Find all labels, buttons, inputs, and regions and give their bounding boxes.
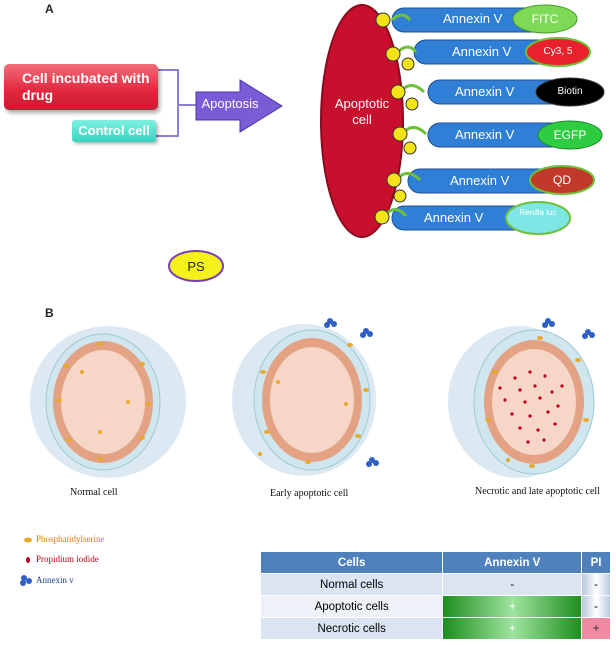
- caption-normal-cell: Normal cell: [70, 487, 118, 498]
- annexin-label-2: Annexin V: [452, 44, 512, 59]
- apoptotic-cell-shape: [320, 4, 404, 238]
- probe-egfp-shape: [537, 120, 603, 150]
- row-necrotic-name: Necrotic cells: [259, 617, 444, 640]
- table-row: Normal cells - -: [259, 573, 611, 596]
- bracket-line: [156, 69, 179, 137]
- apoptotic-cell-label: Apoptotic cell: [334, 96, 390, 127]
- ps-legend-shape: [168, 250, 224, 282]
- table-row: Apoptotic cells + -: [259, 595, 611, 618]
- header-annexin: Annexin V: [442, 551, 583, 574]
- probe-biotin-label: Biotin: [557, 86, 583, 97]
- row-apoptotic-name: Apoptotic cells: [259, 595, 444, 618]
- annexin-label-4: Annexin V: [455, 127, 515, 142]
- probe-shapes: [505, 4, 605, 235]
- ps-legend-label: PS: [187, 259, 205, 274]
- row-apoptotic-pi: -: [581, 595, 611, 618]
- row-necrotic-annexin: +: [442, 617, 583, 640]
- result-table: Cells Annexin V PI Normal cells - - Apop…: [259, 551, 611, 640]
- table-row: Necrotic cells + +: [259, 617, 611, 640]
- probe-qd-label: QD: [553, 173, 571, 187]
- normal-cell-drawing: [30, 326, 186, 478]
- legend-ps-label: Phosphatidylserine: [36, 534, 105, 544]
- probe-renilla-shape: [505, 201, 571, 235]
- legend-ps-glyph: [24, 537, 32, 543]
- probe-fitc-shape: [512, 4, 578, 34]
- probe-cy-shape: [525, 37, 591, 67]
- annexin-cluster: [324, 318, 379, 467]
- annexin-label-1: Annexin V: [443, 11, 503, 26]
- apoptosis-arrow: [195, 79, 283, 133]
- row-normal-annexin: -: [442, 573, 583, 596]
- apoptosis-label: Apoptosis: [201, 96, 259, 111]
- pi-dots: [498, 370, 564, 444]
- row-apoptotic-annexin: +: [442, 595, 583, 618]
- necrotic-cell-drawing: [448, 318, 595, 478]
- legend-pi-glyph: [26, 557, 30, 563]
- drug-cell-label: Cell incubated with drug: [4, 64, 158, 110]
- header-pi: PI: [581, 551, 611, 574]
- panel-a-label: A: [45, 2, 54, 16]
- legend-pi-label: Propidium iodide: [36, 554, 99, 564]
- annexin-label-3: Annexin V: [455, 84, 515, 99]
- panel-b-label: B: [45, 306, 54, 320]
- table-header-row: Cells Annexin V PI: [259, 551, 611, 574]
- header-cells: Cells: [259, 551, 444, 574]
- annexin-label-5: Annexin V: [450, 173, 510, 188]
- caption-necrotic-cell: Necrotic and late apoptotic cell: [475, 486, 600, 497]
- ps-dots: [374, 12, 419, 225]
- row-normal-pi: -: [581, 573, 611, 596]
- probe-renilla-label: Renilla luc: [519, 208, 557, 217]
- probe-egfp-label: EGFP: [553, 128, 587, 142]
- caption-early-apoptotic-cell: Early apoptotic cell: [270, 488, 349, 499]
- probe-qd-shape: [529, 165, 595, 195]
- row-normal-name: Normal cells: [259, 573, 444, 596]
- annexin-label-6: Annexin V: [424, 210, 484, 225]
- probe-cy-label: Cy3, 5: [543, 46, 573, 57]
- control-cell-label: Control cell: [72, 120, 156, 142]
- legend-annexin-glyph: [20, 575, 32, 586]
- row-necrotic-pi: +: [581, 617, 611, 640]
- probe-fitc-label: FITC: [531, 12, 559, 26]
- legend-annexin-label: Annexin v: [36, 575, 74, 585]
- probe-biotin-shape: [535, 77, 605, 107]
- early-apoptotic-cell-drawing: [232, 318, 379, 476]
